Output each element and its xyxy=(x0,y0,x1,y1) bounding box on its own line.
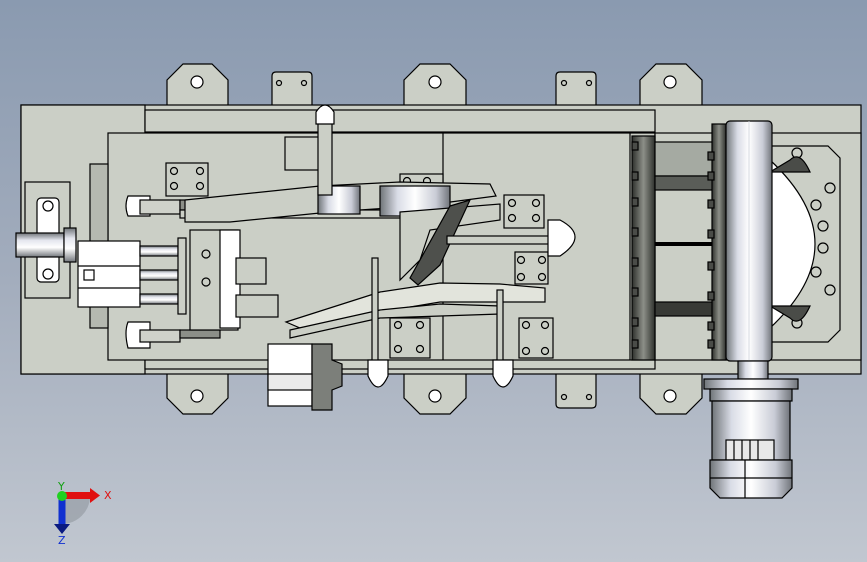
y-axis-label: Y xyxy=(57,480,65,493)
round-clamp-heads xyxy=(315,104,576,388)
z-axis-label: Z xyxy=(58,534,66,547)
x-axis-arrowhead xyxy=(90,488,100,503)
bottom-mount-lugs xyxy=(166,369,703,415)
x-axis-arrow xyxy=(62,492,90,499)
y-axis-dot xyxy=(57,491,67,501)
slide-block xyxy=(189,229,279,331)
z-axis-arrowhead xyxy=(54,524,70,534)
hole-plates xyxy=(165,136,554,359)
triad-shadow xyxy=(62,496,90,524)
fixture-assembly xyxy=(15,63,862,499)
top-mount-lugs xyxy=(166,63,703,111)
x-axis-label: X xyxy=(104,489,112,502)
flange-bolts xyxy=(631,141,715,349)
z-axis-arrow xyxy=(58,496,66,524)
gear-motor xyxy=(703,360,799,499)
gripper-module xyxy=(267,343,343,411)
linkage-arms xyxy=(184,114,568,369)
orientation-triad[interactable]: X Y Z xyxy=(54,480,112,547)
pneumatic-cylinder xyxy=(77,237,187,315)
